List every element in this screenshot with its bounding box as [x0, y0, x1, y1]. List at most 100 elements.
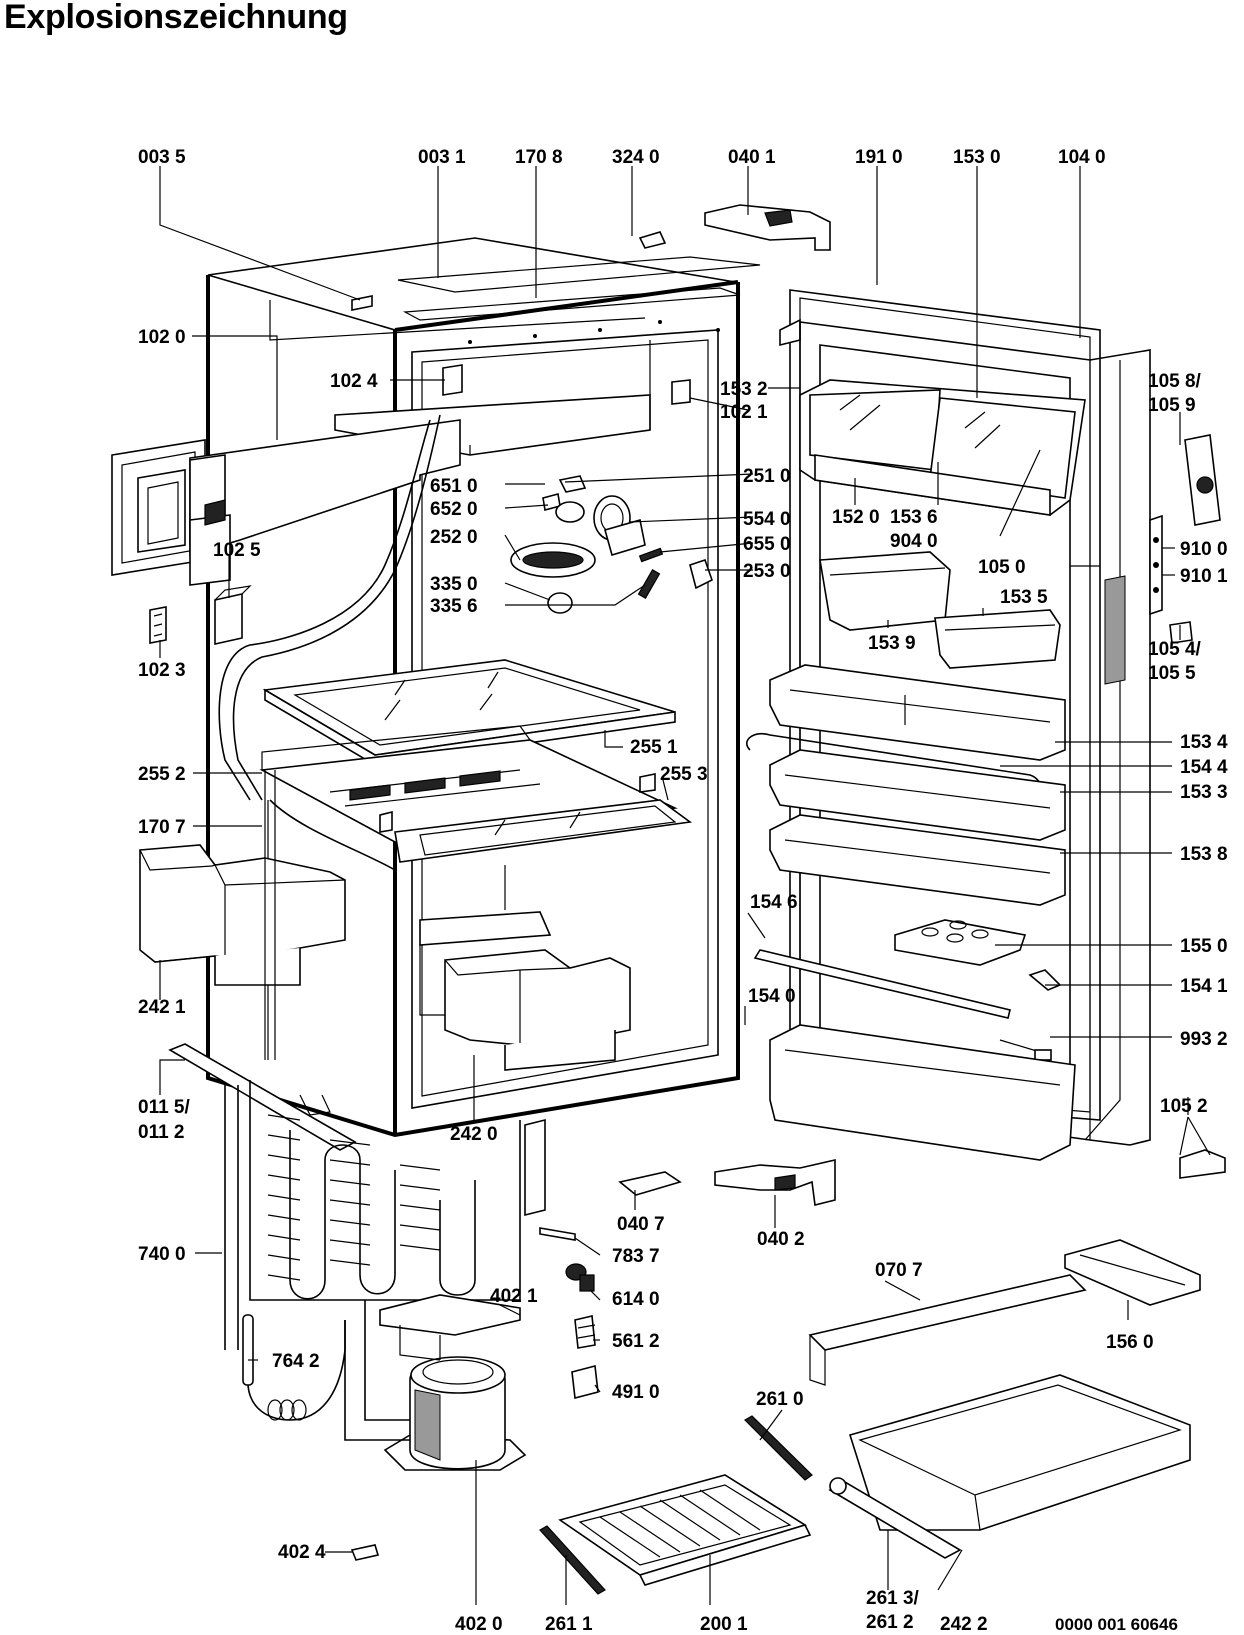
part-5612: [574, 1315, 596, 1349]
rail-0115: [168, 1043, 357, 1151]
label-4024: 402 4: [278, 1542, 326, 1563]
hinge-0401: [704, 204, 831, 251]
label-1538: 153 8: [1180, 844, 1228, 865]
door-bin-1539: [819, 551, 951, 631]
label-1050: 105 0: [978, 557, 1026, 578]
part-0707: [808, 1274, 1087, 1351]
label-0115: 011 5/: [138, 1097, 190, 1118]
page-title: Explosionszeichnung: [4, 0, 348, 36]
bracket-4021: [379, 1294, 521, 1336]
label-1530: 153 0: [953, 147, 1001, 168]
label-4021: 402 1: [490, 1286, 538, 1307]
part-9932: [999, 1039, 1041, 1053]
label-0401: 040 1: [728, 147, 776, 168]
bracket-1025: [214, 593, 243, 645]
thermostat-assembly: [510, 475, 713, 614]
label-0407: 040 7: [617, 1214, 665, 1235]
label-7837: 783 7: [612, 1246, 660, 1267]
label-6510: 651 0: [430, 476, 478, 497]
label-6550: 655 0: [743, 534, 791, 555]
label-2613: 261 3/: [866, 1588, 920, 1609]
label-4020: 402 0: [455, 1614, 503, 1635]
label-2611: 261 1: [545, 1614, 593, 1635]
door-seal-tube: [218, 419, 431, 801]
label-1560: 156 0: [1106, 1332, 1154, 1353]
label-1550: 155 0: [1180, 936, 1228, 957]
label-0035: 003 5: [138, 147, 186, 168]
grid-shelf-2001: [558, 1474, 812, 1586]
label-1058: 105 8/: [1148, 371, 1202, 392]
label-9932: 993 2: [1180, 1029, 1228, 1050]
hinge-1052: [1179, 1149, 1226, 1179]
door-compartment-top: [799, 379, 1086, 516]
label-1708: 170 8: [515, 147, 563, 168]
drawer-2422: [848, 1374, 1191, 1531]
bracket-1021: [671, 379, 691, 405]
part-6140: [565, 1263, 595, 1292]
label-1910: 191 0: [855, 147, 903, 168]
label-2510: 251 0: [743, 466, 791, 487]
label-1023: 102 3: [138, 660, 186, 681]
label-1539: 153 9: [868, 633, 916, 654]
hinge-0407: [618, 1171, 682, 1196]
label-1052: 105 2: [1160, 1096, 1208, 1117]
label-2001: 200 1: [700, 1614, 748, 1635]
label-2552: 255 2: [138, 764, 186, 785]
label-1536: 153 6: [890, 507, 938, 528]
label-2530: 253 0: [743, 561, 791, 582]
crisper-drawer-left: [139, 844, 346, 986]
label-9100: 910 0: [1180, 539, 1228, 560]
part-7837: [539, 1227, 576, 1241]
label-1020: 102 0: [138, 327, 186, 348]
label-1055: 105 5: [1148, 663, 1196, 684]
label-9101: 910 1: [1180, 566, 1228, 587]
glass-shelf-upper: [262, 659, 676, 766]
label-7400: 740 0: [138, 1244, 186, 1265]
clip-4024: [350, 1544, 380, 1561]
label-9040: 904 0: [890, 531, 938, 552]
label-1707: 170 7: [138, 817, 186, 838]
part-1054: [1169, 621, 1193, 644]
label-1059: 105 9: [1148, 395, 1196, 416]
clip-1541: [1028, 969, 1062, 991]
label-0707: 070 7: [875, 1260, 923, 1281]
label-2520: 252 0: [430, 527, 478, 548]
label-7642: 764 2: [272, 1351, 320, 1372]
door-shelf-1534: [769, 664, 1066, 761]
document-id: 0000 001 60646: [1055, 1615, 1178, 1634]
label-1532: 153 2: [720, 379, 768, 400]
label-1544: 154 4: [1180, 757, 1228, 778]
door-shelf-1533: [769, 749, 1066, 841]
label-2420: 242 0: [450, 1124, 498, 1145]
cover-1050: [1104, 575, 1126, 685]
capillary-7642: [247, 1315, 346, 1421]
condenser-7400: [224, 1080, 546, 1350]
compressor-4020: [344, 1300, 527, 1471]
label-3356: 335 6: [430, 596, 478, 617]
freezer-door: [111, 419, 461, 586]
rail-2611: [539, 1525, 606, 1595]
label-1021: 102 1: [720, 402, 768, 423]
label-1533: 153 3: [1180, 782, 1228, 803]
label-1540: 154 0: [748, 986, 796, 1007]
label-1054: 105 4/: [1148, 639, 1202, 660]
label-1541: 154 1: [1180, 976, 1228, 997]
ice-tray-1560: [1064, 1239, 1201, 1306]
label-2612: 261 2: [866, 1612, 914, 1633]
side-rail-1707: [264, 770, 276, 1060]
part-labels: 003 5 003 1 170 8 324 0 040 1 191 0 153 …: [138, 147, 1228, 1635]
door-bin-1535: [934, 609, 1061, 669]
leader-lines: [159, 166, 1211, 1605]
label-2610: 261 0: [756, 1389, 804, 1410]
label-2421: 242 1: [138, 997, 186, 1018]
label-1520: 152 0: [832, 507, 880, 528]
glass-shelf-lower: [259, 725, 693, 863]
label-5540: 554 0: [743, 509, 791, 530]
label-2422: 242 2: [940, 1614, 988, 1635]
part-3240: [638, 231, 667, 249]
label-1040: 104 0: [1058, 147, 1106, 168]
crisper-drawer-right: [419, 911, 631, 1071]
label-5612: 561 2: [612, 1331, 660, 1352]
label-2553: 255 3: [660, 764, 708, 785]
